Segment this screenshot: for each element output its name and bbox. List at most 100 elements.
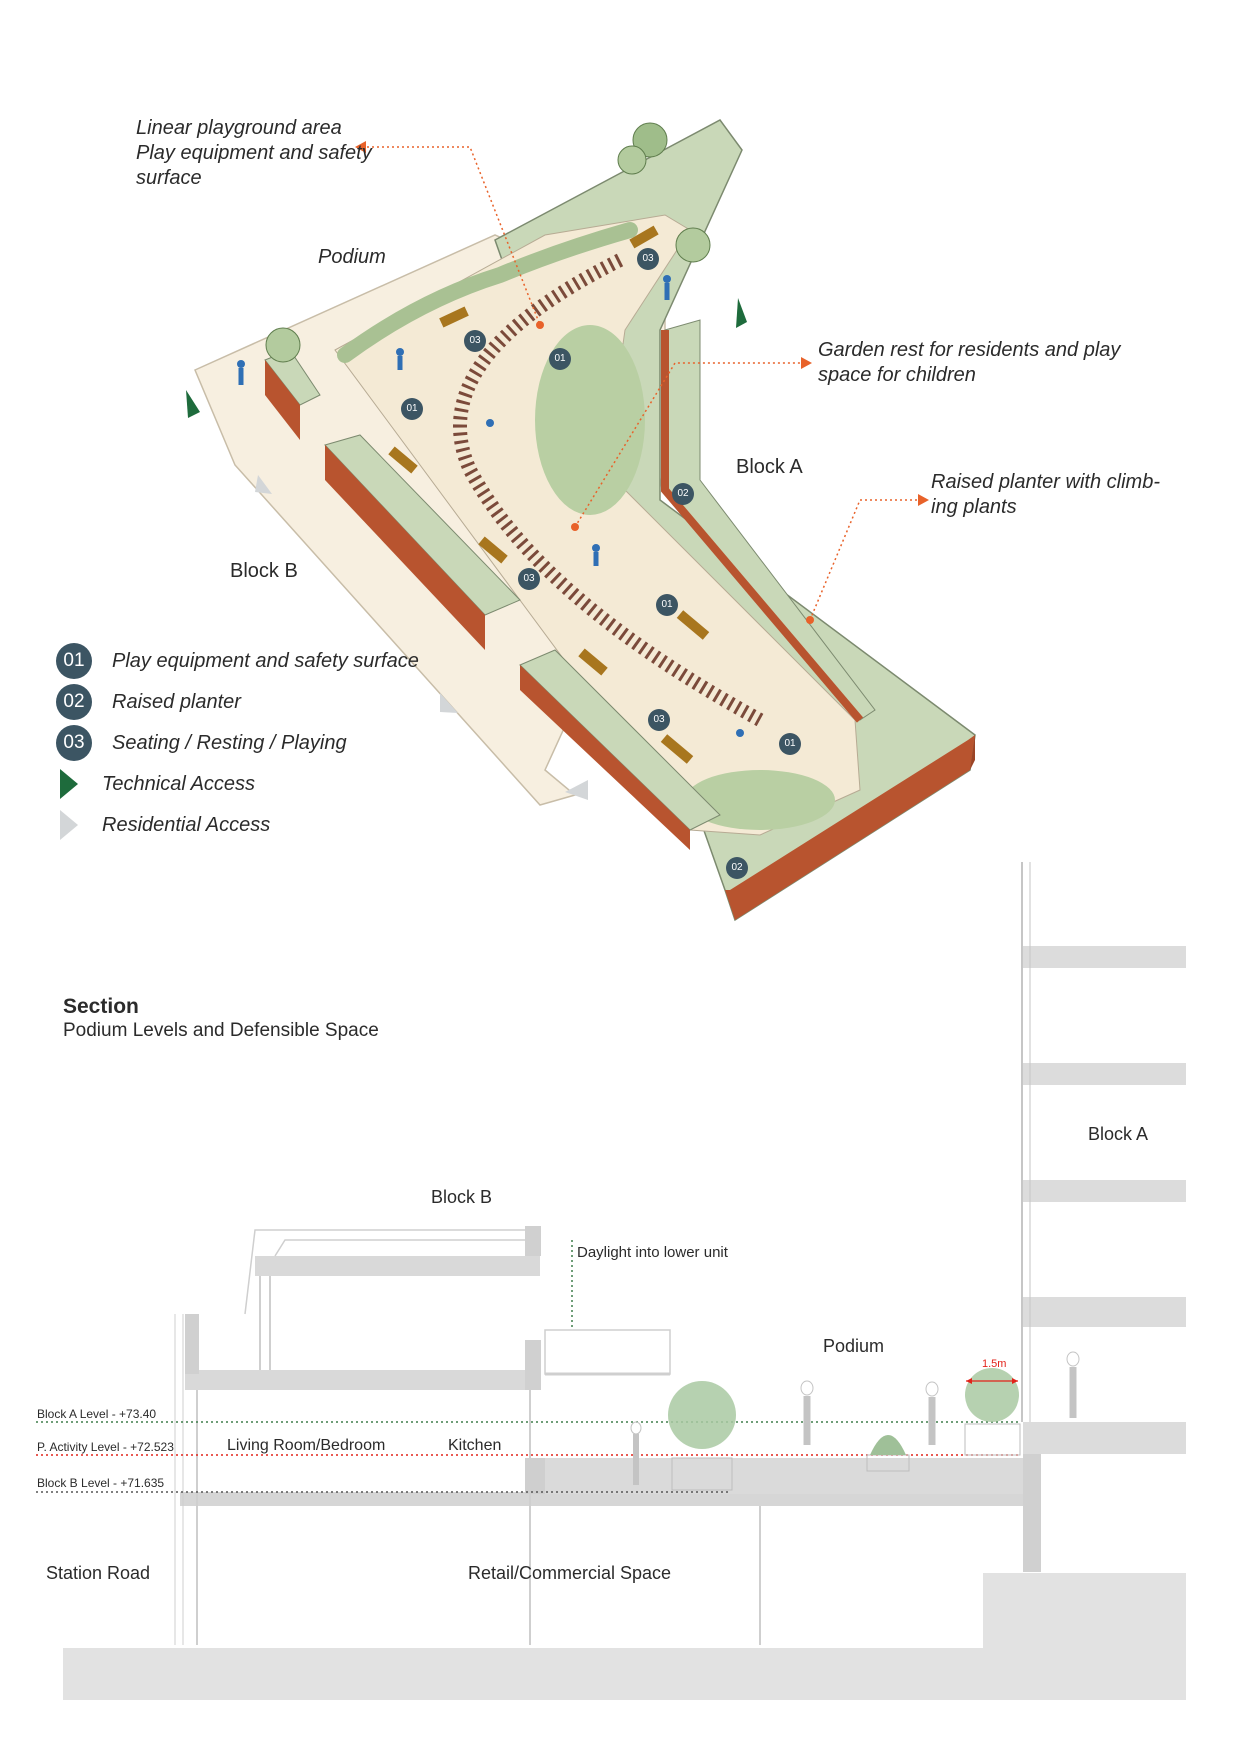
legend-item-03: 03 Seating / Resting / Playing bbox=[56, 725, 347, 761]
block-b-roof-parapet bbox=[525, 1226, 541, 1256]
planter-corner-nw-wall bbox=[265, 360, 300, 440]
level-label-block-b: Block B Level - +71.635 bbox=[37, 1476, 165, 1490]
dimension-arrow-icon bbox=[966, 1378, 972, 1384]
section-daylight: Daylight into lower unit bbox=[577, 1244, 728, 1261]
callout-arrow-icon bbox=[801, 357, 812, 369]
legend-text: Raised planter bbox=[112, 690, 241, 713]
callout-playground-line: Linear playground area bbox=[136, 117, 342, 139]
tree-icon bbox=[632, 122, 668, 158]
bench-icon bbox=[578, 648, 608, 676]
section-block-a: Block A bbox=[1088, 1124, 1149, 1144]
marker-02: 02 bbox=[726, 857, 748, 879]
hedge-north bbox=[337, 222, 638, 363]
marker-01: 01 bbox=[656, 594, 678, 616]
garden-mound bbox=[535, 325, 645, 515]
planter-lower-right-wall bbox=[520, 665, 690, 850]
legend-item-01: 01 Play equipment and safety surface bbox=[56, 643, 419, 679]
legend-badge: 01 bbox=[56, 643, 92, 679]
section-living: Living Room/Bedroom bbox=[227, 1437, 386, 1454]
person-icon bbox=[925, 1381, 939, 1397]
callout-planter: Raised planter with climb- ing plants bbox=[931, 470, 1160, 520]
residential-access-icon bbox=[255, 475, 272, 494]
bench-icon bbox=[439, 306, 469, 328]
callout-dot bbox=[806, 616, 814, 624]
section-subtitle: Podium Levels and Defensible Space bbox=[63, 1020, 379, 1041]
marker-01: 01 bbox=[401, 398, 423, 420]
section-podium: Podium bbox=[823, 1336, 885, 1356]
tree-icon bbox=[965, 1368, 1019, 1422]
label-podium: Podium bbox=[318, 246, 386, 268]
planter-lower-left bbox=[324, 434, 521, 616]
marker-03: 03 bbox=[648, 709, 670, 731]
technical-access-icon bbox=[736, 298, 747, 328]
marker-03: 03 bbox=[518, 568, 540, 590]
block-b-wall bbox=[185, 1314, 199, 1374]
block-a-column bbox=[1023, 1422, 1041, 1572]
person-icon bbox=[736, 729, 744, 737]
podium-deck-section bbox=[545, 1458, 1030, 1494]
legend-badge: 02 bbox=[56, 684, 92, 720]
callout-leader bbox=[809, 499, 922, 621]
person-icon bbox=[630, 1421, 642, 1435]
callout-planter-line: Raised planter with climb- bbox=[931, 471, 1160, 493]
person-icon bbox=[1066, 1351, 1080, 1367]
section-kitchen: Kitchen bbox=[448, 1437, 502, 1454]
callout-garden-line: Garden rest for residents and play bbox=[818, 339, 1121, 361]
podium-slab bbox=[180, 1492, 1030, 1506]
level-label-activity: P. Activity Level - +72.523 bbox=[37, 1440, 174, 1454]
tree-icon bbox=[617, 145, 647, 175]
level-label-block-a: Block A Level - +73.40 bbox=[37, 1407, 157, 1421]
legend-item-residential: Residential Access bbox=[56, 807, 270, 843]
bench-icon bbox=[478, 536, 508, 564]
callout-playground-line: surface bbox=[136, 167, 202, 189]
residential-access-icon bbox=[60, 810, 78, 840]
ground bbox=[63, 1648, 1186, 1700]
person-icon bbox=[592, 544, 600, 552]
block-a-floor bbox=[1023, 1180, 1186, 1202]
block-b-floor bbox=[185, 1370, 541, 1390]
callout-garden-line: space for children bbox=[818, 364, 976, 386]
block-a-floor bbox=[1023, 1063, 1186, 1085]
tree-icon bbox=[668, 1381, 736, 1449]
legend-text: Seating / Resting / Playing bbox=[112, 731, 347, 754]
technical-access-icon bbox=[60, 769, 78, 799]
block-b-roof-outline bbox=[244, 1229, 525, 1315]
podium-axonometric bbox=[186, 119, 976, 922]
block-b-lower-wall bbox=[525, 1458, 545, 1494]
section-planter bbox=[866, 1454, 910, 1472]
planter-inner-a-wall bbox=[661, 330, 864, 723]
person-icon bbox=[396, 348, 404, 356]
legend-text: Technical Access bbox=[102, 772, 256, 795]
bench-icon bbox=[388, 446, 418, 474]
marker-01: 01 bbox=[549, 348, 571, 370]
section-title: Section bbox=[63, 995, 139, 1018]
person-icon bbox=[486, 419, 494, 427]
callout-planter-line: ing plants bbox=[931, 496, 1017, 518]
bench-icon bbox=[676, 610, 710, 640]
bench-icon bbox=[629, 225, 659, 249]
block-b-roof bbox=[255, 1256, 540, 1276]
callout-dot bbox=[571, 523, 579, 531]
marker-02: 02 bbox=[672, 483, 694, 505]
marker-01: 01 bbox=[779, 733, 801, 755]
garden-mound-south bbox=[685, 770, 835, 830]
section-planter bbox=[671, 1457, 733, 1491]
tree-icon bbox=[675, 227, 711, 263]
person-icon bbox=[663, 275, 671, 283]
callout-garden: Garden rest for residents and play space… bbox=[818, 338, 1120, 388]
block-b-roof-outline bbox=[274, 1239, 525, 1257]
marker-03: 03 bbox=[464, 330, 486, 352]
callout-arrow-icon bbox=[355, 141, 366, 153]
residential-access-icon bbox=[440, 693, 458, 713]
legend-item-technical: Technical Access bbox=[56, 766, 255, 802]
tree-icon bbox=[265, 327, 301, 363]
legend-badge: 03 bbox=[56, 725, 92, 761]
legend-item-02: 02 Raised planter bbox=[56, 684, 241, 720]
shrub-icon bbox=[870, 1435, 906, 1455]
ground-rise bbox=[983, 1573, 1186, 1648]
callout-arrow-icon bbox=[918, 494, 929, 506]
dimension-arrow-icon bbox=[1012, 1378, 1018, 1384]
section-retail: Retail/Commercial Space bbox=[468, 1563, 672, 1583]
label-block-a: Block A bbox=[736, 456, 803, 478]
